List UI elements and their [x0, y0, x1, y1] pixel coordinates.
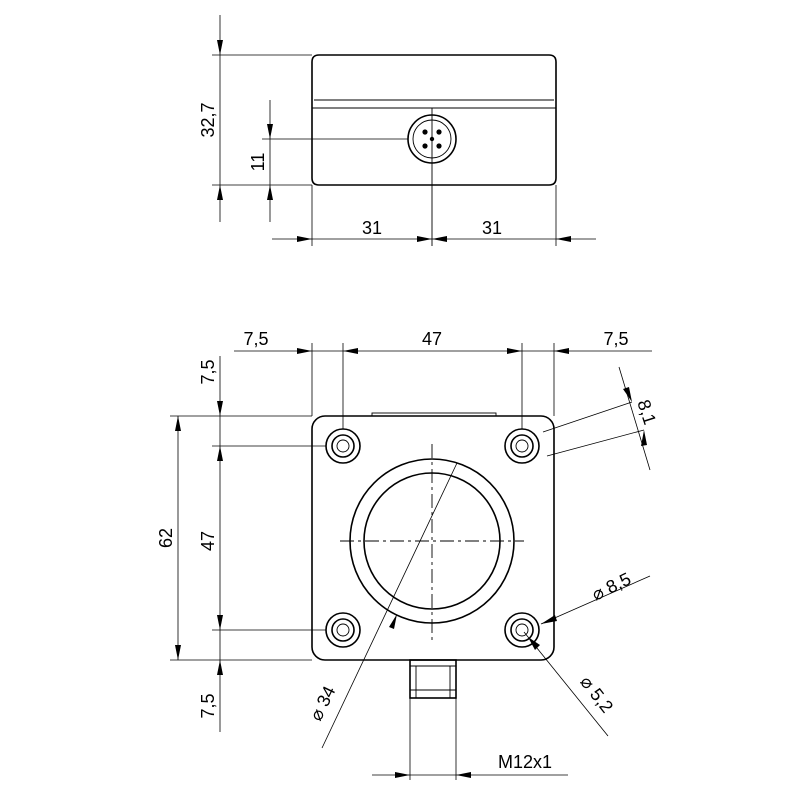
- dim-arrow: [217, 446, 223, 461]
- connector-pin: [436, 129, 442, 135]
- dim-arrow: [267, 185, 273, 200]
- dim-8-1-ext-b: [546, 429, 645, 457]
- hole-ring: [510, 618, 534, 642]
- dim-arrow: [389, 614, 397, 629]
- mount-hole-bottom-right: [504, 612, 540, 648]
- dim-arrow: [556, 236, 571, 242]
- dim-arrow: [641, 430, 647, 446]
- leader-hole: [523, 631, 609, 737]
- dim-8-1-line: [618, 366, 651, 471]
- front-top-rib: [371, 412, 497, 417]
- leader-counterbore: [540, 575, 651, 625]
- mount-hole-top-right: [504, 428, 540, 464]
- front-view: 7,5 47 7,5 7,5 47 7,5 62 8,1 ⌀ 8,5: [156, 329, 660, 780]
- dim-corner-label: 8,1: [633, 397, 660, 427]
- dim-arrow: [395, 772, 410, 778]
- dim-arrow: [217, 615, 223, 630]
- side-view-housing-upper: [311, 54, 557, 108]
- dim-arrow: [528, 637, 540, 650]
- dim-total-height-label: 62: [156, 528, 176, 548]
- dim-arrow: [507, 348, 522, 354]
- hole-ring: [510, 434, 534, 458]
- dim-arrow: [217, 185, 223, 200]
- hole-ring: [331, 618, 355, 642]
- counterbore: [325, 612, 361, 648]
- mount-hole-bottom-left: [325, 612, 361, 648]
- dim-margin-right-label: 7,5: [603, 329, 628, 349]
- dim-arrow: [432, 236, 447, 242]
- dim-face-label: ⌀ 34: [306, 683, 340, 724]
- dim-hole-spacing-h-label: 47: [422, 329, 442, 349]
- dim-arrow: [554, 348, 569, 354]
- dim-arrow: [297, 348, 312, 354]
- connector-pin: [422, 143, 428, 149]
- hole: [515, 623, 529, 637]
- dim-hole-label: ⌀ 5,2: [576, 672, 617, 717]
- hole: [336, 439, 350, 453]
- dim-arrow: [175, 645, 181, 660]
- dim-arrow: [343, 348, 358, 354]
- hole: [336, 623, 350, 637]
- counterbore: [504, 428, 540, 464]
- dim-arrow: [541, 615, 557, 624]
- dim-arrow: [175, 416, 181, 431]
- dim-31-left-label: 31: [362, 218, 382, 238]
- dim-arrow: [417, 236, 432, 242]
- dim-thread-label: M12x1: [498, 752, 552, 772]
- leader-face: [321, 462, 458, 749]
- dim-11-label: 11: [248, 153, 268, 172]
- hole: [515, 439, 529, 453]
- counterbore: [325, 428, 361, 464]
- dim-arrow: [297, 236, 312, 242]
- connector-pin: [436, 143, 442, 149]
- side-view-housing-lower: [311, 108, 557, 186]
- dim-32-7-label: 32,7: [198, 102, 218, 137]
- dim-arrow: [217, 660, 223, 675]
- m12-connector: [409, 659, 457, 699]
- dim-margin-bottom-label: 7,5: [198, 693, 218, 718]
- dim-counterbore-label: ⌀ 8,5: [589, 569, 635, 605]
- dim-8-1-ext-a: [542, 401, 633, 433]
- dim-arrow: [217, 40, 223, 55]
- connector-body: [409, 659, 457, 699]
- counterbore: [504, 612, 540, 648]
- dim-margin-top-label: 7,5: [198, 359, 218, 384]
- dim-arrow: [456, 772, 471, 778]
- mount-hole-top-left: [325, 428, 361, 464]
- connector-pin: [422, 129, 428, 135]
- side-view: 32,7 11 31 31: [198, 15, 596, 246]
- dim-hole-spacing-v-label: 47: [198, 531, 218, 551]
- dim-arrow: [623, 387, 632, 402]
- dim-arrow: [267, 124, 273, 139]
- dim-margin-left-label: 7,5: [243, 329, 268, 349]
- dim-arrow: [217, 401, 223, 416]
- dim-31-right-label: 31: [482, 218, 502, 238]
- hole-ring: [331, 434, 355, 458]
